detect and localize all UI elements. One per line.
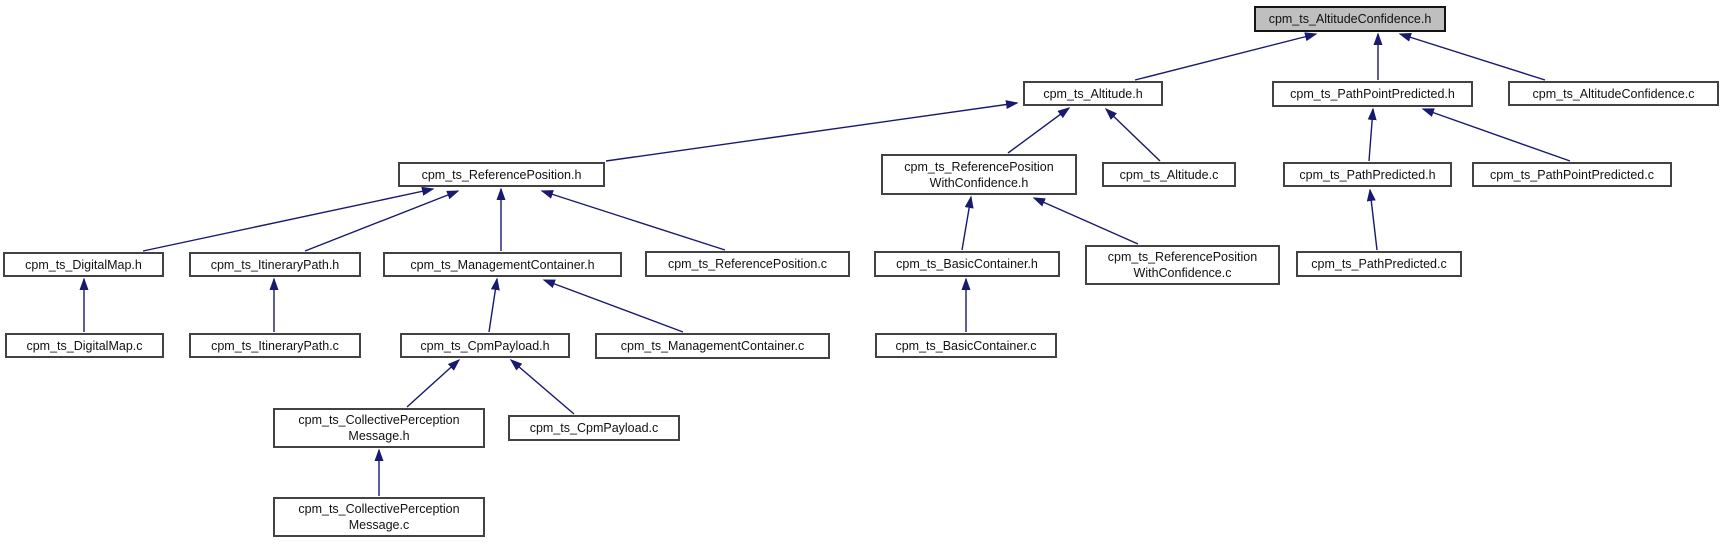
graph-node-pathpred_c[interactable]: cpm_ts_PathPredicted.c — [1296, 251, 1462, 277]
graph-node-refpos_h[interactable]: cpm_ts_ReferencePosition.h — [398, 162, 605, 187]
graph-node-label: cpm_ts_BasicContainer.c — [895, 338, 1037, 353]
graph-node-label: cpm_ts_ManagementContainer.c — [620, 339, 805, 353]
edge-mgmt_c-to-mgmt_h — [542, 279, 684, 333]
graph-node-label: cpm_ts_CollectivePerception — [298, 502, 460, 516]
graph-node-label: cpm_ts_Altitude.h — [1043, 86, 1143, 101]
edge-cpmpay_c-to-cpmpay_h — [509, 359, 575, 415]
graph-node-altconf_c[interactable]: cpm_ts_AltitudeConfidence.c — [1508, 81, 1719, 106]
graph-node-refpos_c[interactable]: cpm_ts_ReferencePosition.c — [645, 251, 850, 277]
graph-node-label: cpm_ts_Altitude.c — [1119, 167, 1219, 182]
graph-node-label: cpm_ts_ManagementContainer.h — [410, 257, 595, 272]
graph-node-label: cpm_ts_ReferencePosition — [904, 159, 1054, 174]
graph-node-label: Message.h — [348, 429, 410, 443]
graph-node-altitude_h[interactable]: cpm_ts_Altitude.h — [1023, 81, 1163, 106]
graph-node-mgmt_c[interactable]: cpm_ts_ManagementContainer.c — [595, 333, 830, 359]
graph-node-itin_c[interactable]: cpm_ts_ItineraryPath.c — [189, 333, 361, 358]
graph-node-altconf_h: cpm_ts_AltitudeConfidence.h — [1254, 6, 1446, 32]
graph-node-label: cpm_ts_ReferencePosition.h — [421, 167, 582, 182]
edge-rpwc_c-to-rpwc_h — [1032, 197, 1139, 245]
graph-node-label: cpm_ts_PathPointPredicted.c — [1490, 167, 1654, 182]
edge-altitude_h-to-altconf_h — [1134, 32, 1318, 81]
graph-node-label: cpm_ts_AltitudeConfidence.c — [1532, 86, 1695, 101]
edge-pathpred_h-to-ppp_h — [1367, 107, 1377, 162]
graph-node-label: cpm_ts_AltitudeConfidence.h — [1268, 12, 1432, 26]
edge-itin_h-to-refpos_h — [304, 190, 460, 252]
graph-node-label: cpm_ts_BasicContainer.h — [896, 257, 1038, 271]
graph-node-ppp_c[interactable]: cpm_ts_PathPointPredicted.c — [1472, 162, 1672, 187]
edge-cpm_h-to-cpmpay_h — [406, 358, 461, 408]
graph-node-ppp_h[interactable]: cpm_ts_PathPointPredicted.h — [1272, 81, 1473, 107]
graph-node-cpmpay_h[interactable]: cpm_ts_CpmPayload.h — [400, 333, 570, 358]
graph-node-label: cpm_ts_DigitalMap.h — [25, 257, 142, 272]
graph-node-label: cpm_ts_ItineraryPath.c — [211, 338, 339, 353]
graph-node-basic_h[interactable]: cpm_ts_BasicContainer.h — [874, 251, 1060, 277]
graph-node-mgmt_h[interactable]: cpm_ts_ManagementContainer.h — [383, 252, 622, 277]
graph-node-altitude_c[interactable]: cpm_ts_Altitude.c — [1102, 162, 1236, 187]
edge-cpmpay_h-to-mgmt_h — [488, 277, 500, 333]
graph-node-label: cpm_ts_ReferencePosition.c — [667, 257, 828, 271]
graph-node-label: cpm_ts_PathPredicted.h — [1299, 167, 1436, 182]
graph-node-pathpred_h[interactable]: cpm_ts_PathPredicted.h — [1283, 162, 1452, 187]
graph-node-label: Message.c — [348, 518, 410, 532]
graph-node-label: WithConfidence.c — [1133, 266, 1232, 280]
graph-node-label: cpm_ts_PathPredicted.c — [1311, 257, 1447, 271]
graph-node-label: cpm_ts_ItineraryPath.h — [210, 257, 340, 272]
graph-node-label: cpm_ts_CpmPayload.c — [529, 421, 659, 435]
graph-node-label: cpm_ts_CpmPayload.h — [420, 338, 550, 353]
edge-refpos_c-to-refpos_h — [540, 190, 726, 251]
edge-altitude_c-to-altitude_h — [1104, 107, 1161, 162]
edge-refpos_h-to-altitude_h — [605, 100, 1019, 162]
edge-rpwc_h-to-altitude_h — [1007, 107, 1071, 154]
graph-node-cpmpay_c[interactable]: cpm_ts_CpmPayload.c — [508, 415, 680, 441]
graph-node-label: WithConfidence.h — [929, 175, 1029, 190]
edge-basic_h-to-rpwc_h — [961, 195, 974, 251]
edge-digmap_h-to-refpos_h — [142, 186, 435, 252]
edge-ppp_c-to-ppp_h — [1421, 108, 1571, 162]
graph-node-digmap_c[interactable]: cpm_ts_DigitalMap.c — [5, 333, 164, 358]
graph-node-basic_c[interactable]: cpm_ts_BasicContainer.c — [875, 333, 1057, 358]
edge-altconf_c-to-altconf_h — [1398, 33, 1546, 81]
graph-node-label: cpm_ts_CollectivePerception — [298, 413, 460, 427]
graph-node-label: cpm_ts_ReferencePosition — [1107, 250, 1258, 264]
graph-node-itin_h[interactable]: cpm_ts_ItineraryPath.h — [189, 252, 361, 277]
edge-pathpred_c-to-pathpred_h — [1366, 188, 1378, 251]
graph-node-digmap_h[interactable]: cpm_ts_DigitalMap.h — [3, 252, 164, 277]
graph-node-label: cpm_ts_DigitalMap.c — [26, 338, 143, 353]
graph-node-label: cpm_ts_PathPointPredicted.h — [1290, 87, 1455, 101]
